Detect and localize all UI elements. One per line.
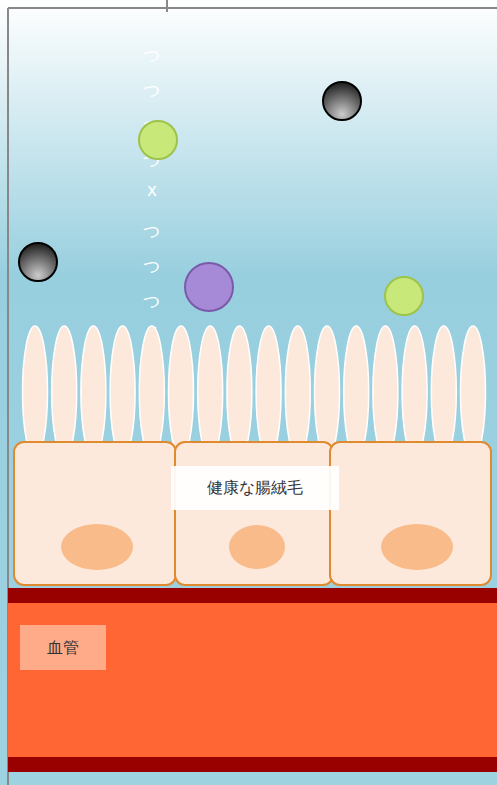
intestinal-villus — [461, 326, 486, 458]
intestinal-villus — [23, 326, 48, 458]
node-label: 健康な腸絨毛 — [207, 478, 303, 497]
intestinal-villus — [169, 326, 194, 458]
intestinal-villus — [344, 326, 369, 458]
frame-line — [8, 7, 497, 9]
vessel-wall — [8, 588, 497, 603]
intestinal-villus — [285, 326, 310, 458]
intestinal-villus — [110, 326, 135, 458]
particle — [19, 243, 57, 281]
vessel-wall — [8, 757, 497, 772]
intestinal-villus — [431, 326, 456, 458]
particle — [139, 121, 177, 159]
intestinal-villus — [402, 326, 427, 458]
epithelial-cell — [14, 442, 176, 585]
cell-nucleus — [229, 525, 285, 569]
epithelial-cell — [330, 442, 491, 585]
particle — [385, 277, 423, 315]
particle — [185, 263, 233, 311]
cell-nucleus — [381, 524, 453, 570]
label-box: 健康な腸絨毛 — [171, 466, 339, 510]
intestinal-villus — [227, 326, 252, 458]
particle — [323, 82, 361, 120]
intestinal-villus — [256, 326, 281, 458]
node-label: 血管 — [47, 638, 79, 657]
intestinal-villus — [315, 326, 340, 458]
intestinal-villus — [198, 326, 223, 458]
intestinal-villus — [81, 326, 106, 458]
intestinal-villus — [139, 326, 164, 458]
vessel-label-box: 血管 — [20, 625, 106, 670]
blood-vessel — [8, 603, 497, 757]
intestinal-villus — [52, 326, 77, 458]
intestinal-villus — [373, 326, 398, 458]
epithelial-cell — [175, 442, 333, 585]
vertical-text: つつつつxつつつx — [141, 40, 163, 357]
frame-tick — [166, 0, 168, 12]
cell-nucleus — [61, 524, 133, 570]
